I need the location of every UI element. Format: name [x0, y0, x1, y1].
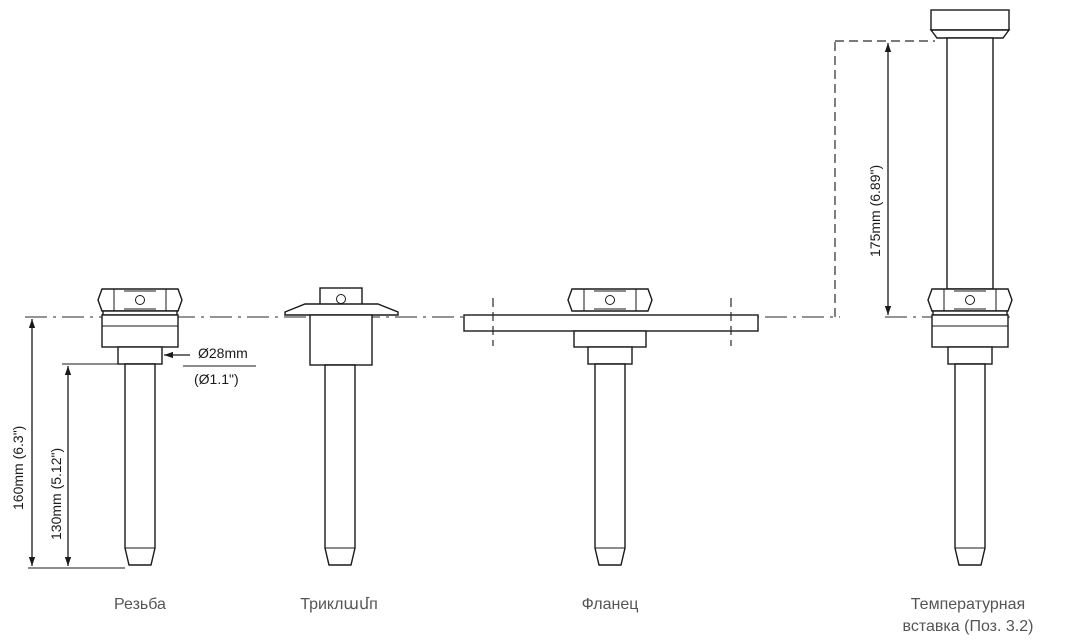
sensor-triclamp [284, 287, 399, 566]
dimension-diameter-inch-label: (Ø1.1") [194, 371, 239, 387]
dimension-160-label: 160mm (6.3") [10, 426, 26, 510]
sensor-temperature-insert [927, 9, 1013, 566]
dimension-160 [28, 319, 125, 569]
reference-line [25, 40, 1010, 318]
caption-insert-line1: Температурная [911, 596, 1025, 613]
dimension-130 [62, 363, 122, 566]
caption-triclamp: Триклամп [300, 596, 378, 613]
dimension-130-label: 130mm (5.12") [48, 448, 64, 540]
caption-flange: Фланец [582, 596, 639, 613]
dimension-diameter-label: Ø28mm [198, 345, 248, 361]
caption-insert-line2: вставка (Поз. 3.2) [903, 618, 1034, 635]
dimension-175-label: 175mm (6.89") [867, 165, 883, 257]
dimension-diameter [164, 351, 256, 367]
sensor-thread [97, 288, 183, 566]
sensor-flange [463, 288, 759, 566]
caption-thread: Резьба [114, 596, 166, 613]
